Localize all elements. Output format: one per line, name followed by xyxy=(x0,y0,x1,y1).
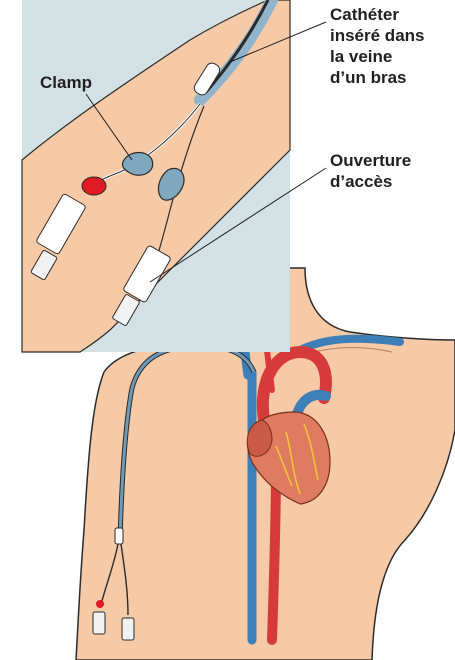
small-clamp-red xyxy=(96,600,104,608)
catheter-hub xyxy=(115,528,123,544)
red-clamp xyxy=(82,177,106,195)
catheter-label: Cathéter inséré dans la veine d’un bras xyxy=(330,4,425,88)
small-connector-left xyxy=(93,612,105,634)
small-connector-right xyxy=(122,618,134,640)
descending-aorta xyxy=(272,470,276,640)
arm-inset xyxy=(22,0,290,352)
clamp-label: Clamp xyxy=(40,72,92,93)
access-opening-label: Ouverture d’accès xyxy=(330,150,411,192)
